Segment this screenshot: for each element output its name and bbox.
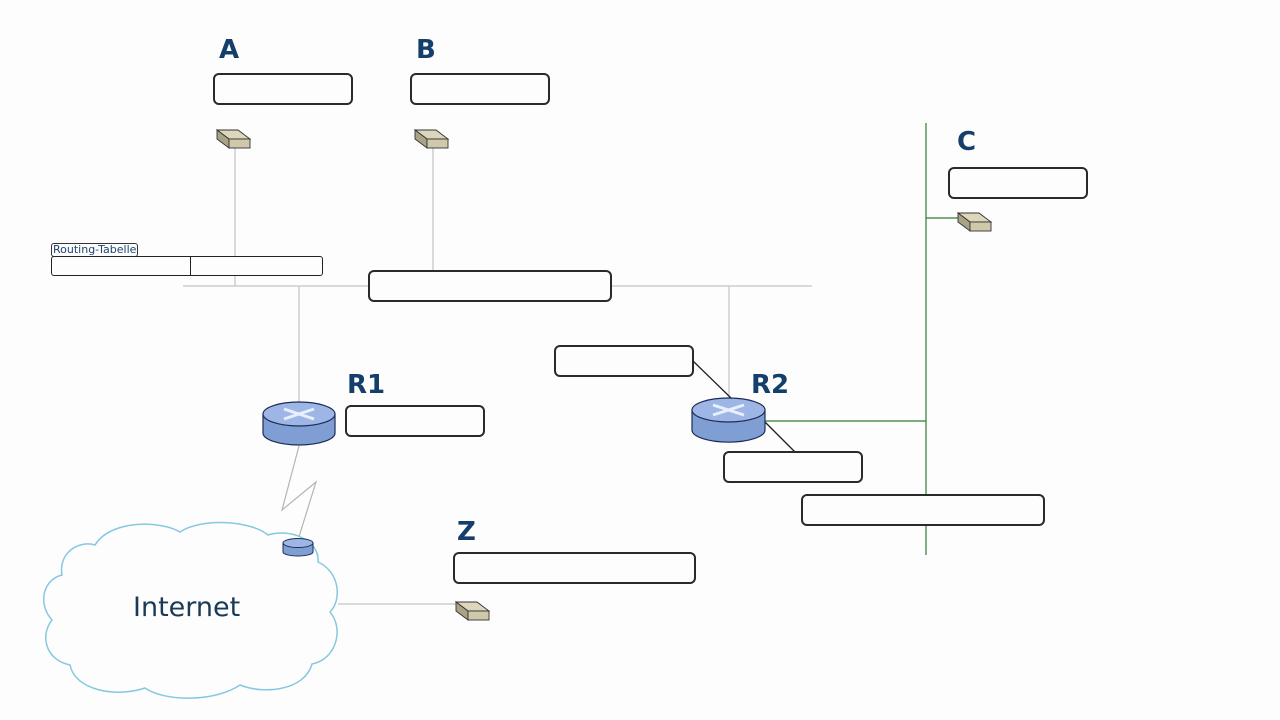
host-c-icon[interactable]: [956, 212, 993, 232]
routing-table-caption: Routing-Tabelle: [51, 243, 139, 257]
host-c-label: C: [957, 127, 977, 157]
wan-link-zigzag: [280, 445, 318, 541]
host-z-icon[interactable]: [454, 601, 491, 621]
routing-table-cell-destination[interactable]: [52, 257, 191, 275]
host-a-address-box[interactable]: [213, 73, 353, 105]
router-r1-label: R1: [347, 370, 386, 400]
router-r2-lan-address-box[interactable]: [554, 345, 694, 377]
host-b-address-box[interactable]: [410, 73, 550, 105]
internet-label: Internet: [133, 592, 241, 623]
host-z-address-box[interactable]: [453, 552, 696, 584]
host-z-label: Z: [457, 517, 476, 547]
lan-network-address-box[interactable]: [368, 270, 612, 302]
host-c-address-box[interactable]: [948, 167, 1088, 199]
router-r2-green-address-box[interactable]: [723, 451, 863, 483]
host-a-label: A: [219, 35, 240, 65]
router-r2-icon[interactable]: [691, 397, 766, 443]
router-r1-address-box[interactable]: [345, 405, 485, 437]
host-b-icon[interactable]: [413, 129, 450, 149]
callout-line-r2-top: [692, 360, 732, 399]
green-network-address-box[interactable]: [801, 494, 1045, 526]
host-b-label: B: [416, 35, 436, 65]
routing-table: [51, 256, 323, 276]
callout-line-r2-bottom: [764, 421, 796, 453]
wan-interface-icon: [282, 538, 314, 557]
router-r1-icon[interactable]: [262, 401, 336, 446]
router-r2-label: R2: [751, 370, 790, 400]
host-a-icon[interactable]: [215, 129, 252, 149]
routing-table-cell-next-hop[interactable]: [191, 257, 322, 275]
internet-cloud: [43, 521, 338, 699]
